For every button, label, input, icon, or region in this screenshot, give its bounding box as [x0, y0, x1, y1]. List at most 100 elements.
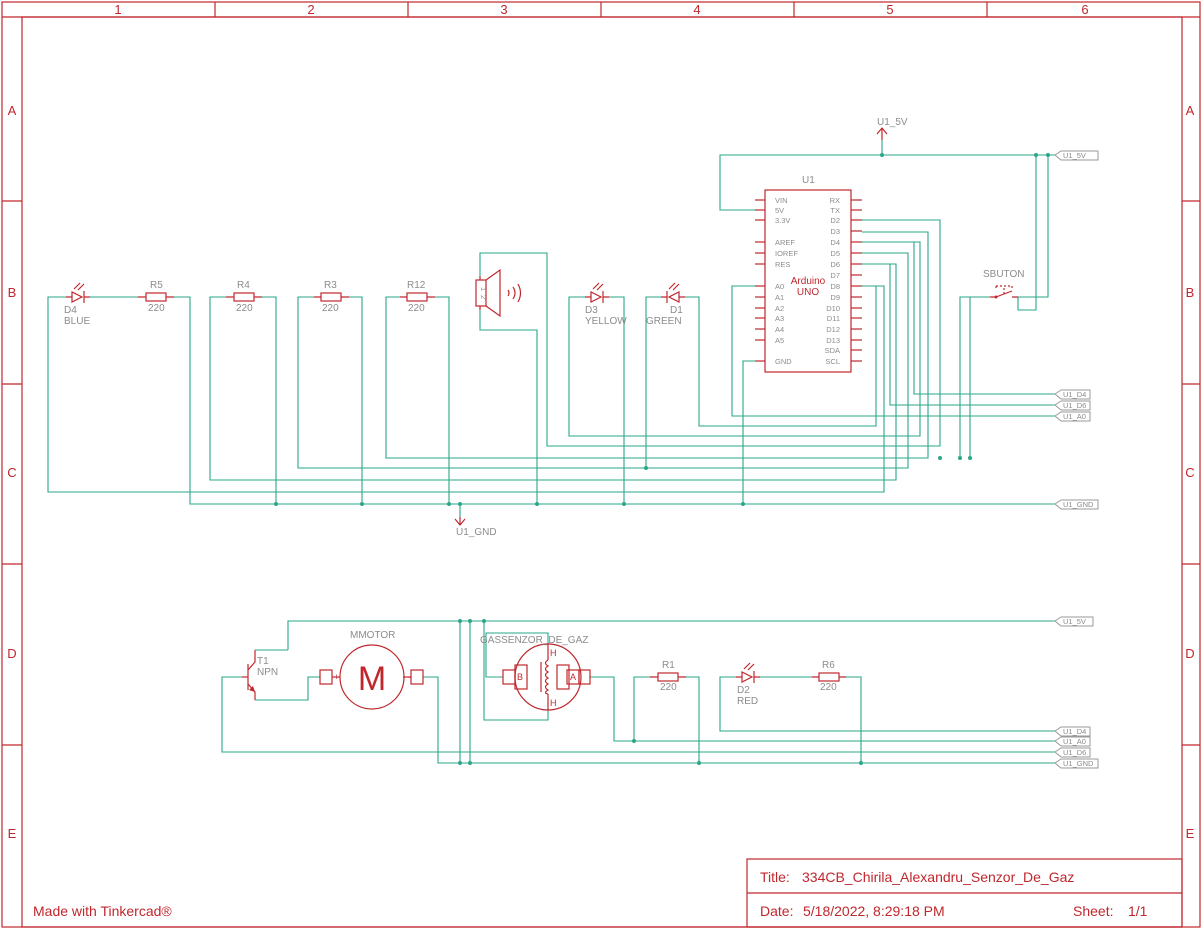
- u1-pin-label-d7: D7: [830, 271, 840, 280]
- motor-plus: +: [334, 672, 339, 682]
- r12-value: 220: [408, 303, 425, 314]
- u1-ref: U1: [802, 175, 815, 186]
- net-port-u1-d4-top: U1_D4: [1054, 389, 1091, 400]
- t1-ref: T1: [257, 656, 269, 667]
- gas-pin-h-bottom: H: [550, 698, 557, 708]
- r4-ref: R4: [237, 280, 250, 291]
- d3-value: YELLOW: [585, 316, 627, 327]
- col-label-3: 3: [500, 2, 507, 17]
- led-d4: D4 BLUE: [64, 282, 90, 327]
- gnd-label: U1_GND: [456, 527, 497, 538]
- row-label-a-left: A: [8, 103, 17, 118]
- u1-pin-label-d11: D11: [827, 314, 840, 323]
- motor-minus: -: [408, 672, 411, 682]
- col-label-1: 1: [114, 2, 121, 17]
- row-labels: A B C D E A B C D E: [7, 103, 1194, 841]
- gas-ref: GASSENZOR_DE_GAZ: [480, 635, 588, 646]
- net-port-u1-5v-top: U1_5V: [1054, 150, 1099, 161]
- u1-5v-supply-symbol: U1_5V: [876, 117, 908, 140]
- u1-pin-label-d13: D13: [826, 336, 840, 345]
- u1-pin-label-rx: RX: [830, 196, 840, 205]
- u1-pin-label-res: RES: [775, 260, 790, 269]
- net-port-u1-a0-bottom: U1_A0: [1054, 736, 1091, 747]
- date-label: Date:: [760, 903, 793, 919]
- net-port-label: U1_D4: [1063, 390, 1086, 399]
- gas-pin-h-top: H: [550, 648, 557, 658]
- u1-pin-label-tx: TX: [830, 206, 840, 215]
- net-port-label: U1_5V: [1063, 151, 1086, 160]
- u1-pin-label-sda: SDA: [825, 346, 840, 355]
- net-port-u1-d4-bottom: U1_D4: [1054, 726, 1091, 737]
- net-port-u1-gnd-top: U1_GND: [1054, 499, 1099, 510]
- col-label-2: 2: [307, 2, 314, 17]
- u1-pin-label-d5: D5: [830, 249, 840, 258]
- net-port-label: U1_GND: [1063, 759, 1094, 768]
- u1-pin-label-d8: D8: [830, 282, 840, 291]
- net-port-label: U1_A0: [1063, 737, 1086, 746]
- d4-value: BLUE: [64, 316, 90, 327]
- resistor-r3: R3 220: [314, 280, 349, 314]
- led-d3: D3 YELLOW: [585, 282, 627, 327]
- u1-pin-label-a5: A5: [775, 336, 784, 345]
- net-port-label: U1_A0: [1063, 412, 1086, 421]
- u1-pin-label-d12: D12: [826, 325, 840, 334]
- row-label-b-right: B: [1186, 285, 1195, 300]
- r1-value: 220: [660, 682, 677, 693]
- r4-value: 220: [236, 303, 253, 314]
- net-port-label: U1_D4: [1063, 727, 1086, 736]
- r5-value: 220: [148, 303, 165, 314]
- led-d2: D2 RED: [736, 662, 760, 707]
- gas-sensor: B A H H GASSENZOR_DE_GAZ: [480, 635, 591, 711]
- motor-mmotor: M + - MMOTOR: [319, 630, 424, 710]
- u1-pin-label-a2: A2: [775, 304, 784, 313]
- led-d1: D1 GREEN: [646, 282, 685, 327]
- d2-ref: D2: [737, 685, 750, 696]
- u1-pin-label-33v: 3.3V: [775, 216, 790, 225]
- net-port-label: U1_D6: [1063, 401, 1086, 410]
- row-label-e-right: E: [1186, 826, 1195, 841]
- sbuton-ref: SBUTON: [983, 269, 1025, 280]
- sheet-value: 1/1: [1128, 903, 1148, 919]
- row-label-a-right: A: [1186, 103, 1195, 118]
- t1-value: NPN: [257, 667, 278, 678]
- junctions-upper: [274, 153, 1050, 506]
- u1-pin-label-5v: 5V: [775, 206, 784, 215]
- net-port-u1-5v-bottom: U1_5V: [1054, 616, 1094, 627]
- u1-pin-label-a4: A4: [775, 325, 784, 334]
- u1-gnd-symbol: U1_GND: [454, 517, 497, 538]
- net-port-label: U1_GND: [1063, 500, 1094, 509]
- title-block: Title: 334CB_Chirila_Alexandru_Senzor_De…: [746, 858, 1183, 928]
- row-label-b-left: B: [8, 285, 17, 300]
- resistor-r6: R6 220: [812, 660, 846, 693]
- u1-pin-label-d6: D6: [830, 260, 840, 269]
- u1-pin-label-aref: AREF: [775, 238, 795, 247]
- u1-pin-label-a1: A1: [775, 293, 784, 302]
- title-label: Title:: [760, 869, 790, 885]
- u1-pin-label-d4: D4: [830, 238, 840, 247]
- u1-pin-label-d2: D2: [830, 216, 840, 225]
- supply-label: U1_5V: [877, 117, 908, 128]
- made-with-tinkercad: Made with Tinkercad®: [33, 903, 172, 919]
- u1-pin-label-d10: D10: [826, 304, 840, 313]
- d1-value: GREEN: [646, 316, 682, 327]
- d2-value: RED: [737, 696, 758, 707]
- gas-pin-a: A: [570, 672, 576, 682]
- row-label-d-right: D: [1185, 646, 1194, 661]
- u1-pin-label-a3: A3: [775, 314, 784, 323]
- net-port-u1-d6-bottom: U1_D6: [1054, 747, 1091, 758]
- u1-name-line1: Arduino: [791, 276, 826, 287]
- d4-ref: D4: [64, 305, 77, 316]
- speaker-pin-2: 2: [479, 295, 488, 299]
- gas-pin-b: B: [517, 672, 523, 682]
- r6-value: 220: [820, 682, 837, 693]
- resistor-r5: R5 220: [138, 280, 174, 314]
- d3-ref: D3: [585, 305, 598, 316]
- col-label-4: 4: [693, 2, 700, 17]
- net-port-u1-a0-top: U1_A0: [1054, 411, 1091, 422]
- r3-ref: R3: [324, 280, 337, 291]
- r12-ref: R12: [407, 280, 426, 291]
